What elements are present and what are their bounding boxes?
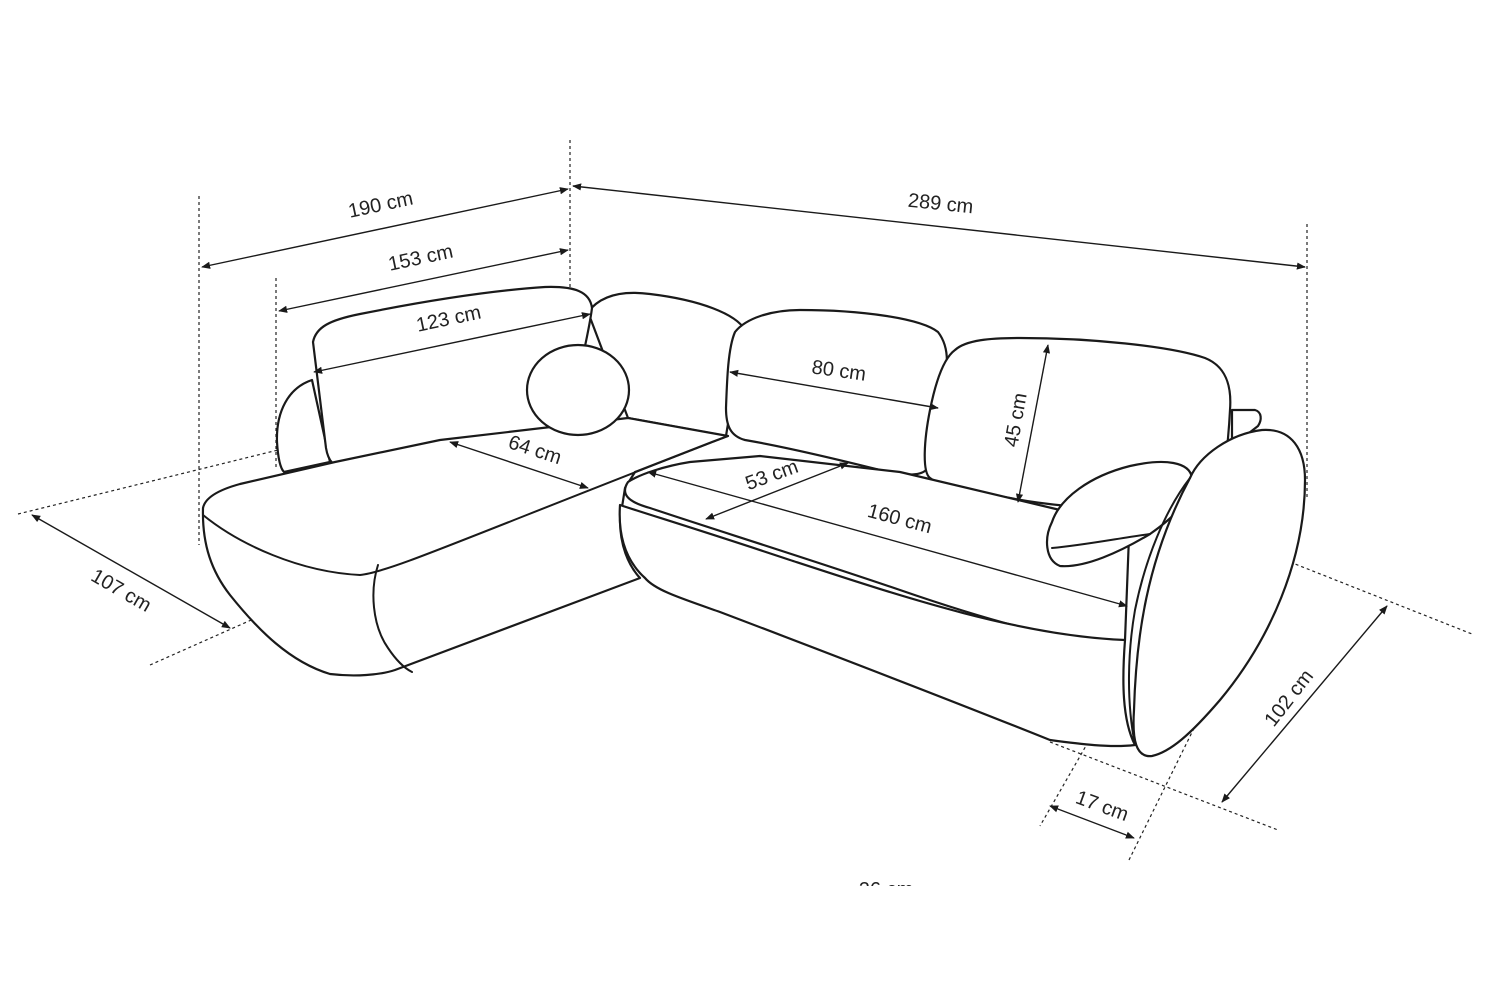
dim-107-line (31, 514, 231, 629)
chaise-side-roll (275, 378, 332, 474)
dim-123-line (313, 312, 591, 374)
dim-17-line (1049, 805, 1135, 839)
label-289cm: 289 cm (907, 190, 975, 219)
label-17cm: 17 cm (1073, 787, 1132, 826)
dim-102-line (1221, 605, 1388, 803)
label-cutoff-mask (820, 886, 960, 926)
dim-190-line (201, 187, 569, 269)
round-bolster-pillow (525, 343, 631, 437)
dim-64-line (449, 441, 589, 489)
dim-160-line (647, 470, 1128, 608)
label-107cm: 107 cm (87, 565, 155, 617)
middle-back-cushion (724, 308, 949, 476)
label-153cm: 153 cm (386, 241, 455, 276)
dim-153-line (278, 248, 569, 313)
dim-289-line (572, 183, 1306, 270)
dim-80-line (729, 369, 939, 411)
right-armrest (1132, 428, 1307, 758)
dimension-lines (31, 183, 1388, 839)
label-190cm: 190 cm (346, 188, 415, 223)
sofa-drawing (201, 285, 1307, 758)
